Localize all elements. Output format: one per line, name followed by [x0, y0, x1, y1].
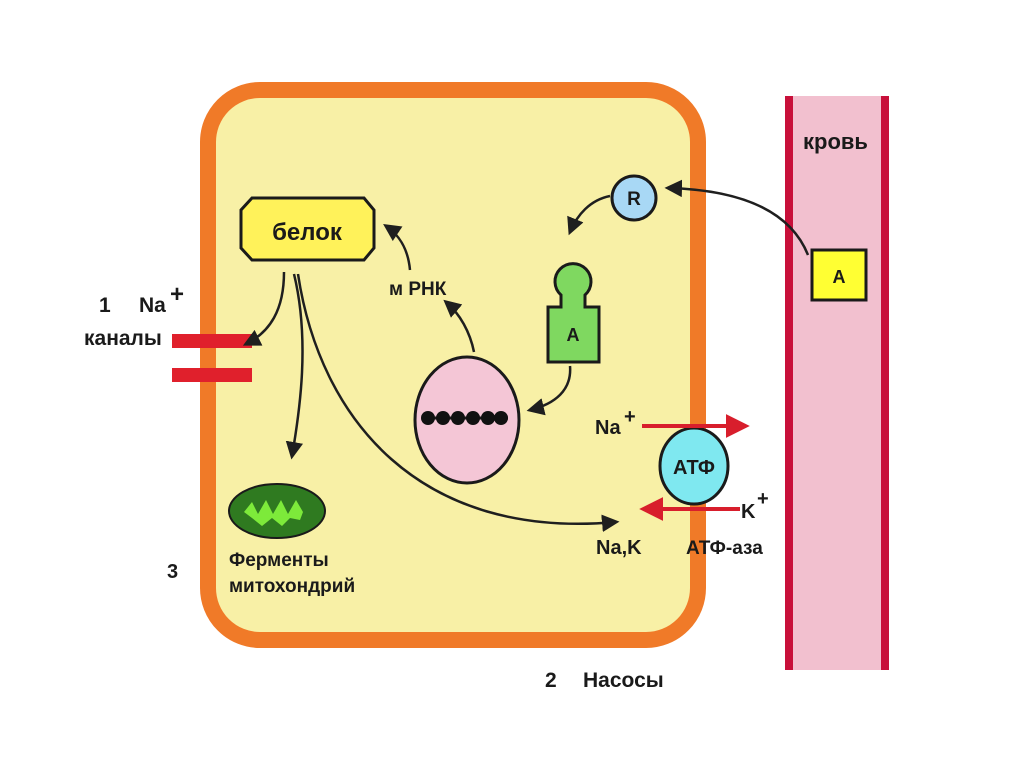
nak-label: Na,K [596, 537, 642, 559]
hormone-a-blood-label: A [833, 267, 846, 287]
pump-k-label: K [741, 501, 756, 523]
channels-label: каналы [84, 327, 162, 350]
protein-box [239, 196, 376, 262]
dna-beads [421, 411, 508, 425]
pumps-label: Насосы [583, 669, 664, 692]
protein-label: белок [272, 219, 343, 246]
na-channel-sup: + [170, 281, 184, 308]
blood-vessel [785, 96, 889, 670]
hormone-a-blood [810, 248, 868, 302]
pump-na-sup: + [624, 406, 636, 428]
blood-label: кровь [803, 129, 868, 154]
receptor-label: R [627, 189, 641, 210]
pumps-number: 2 [545, 669, 557, 692]
pump-k-sup: + [757, 488, 769, 510]
mitochondrion [228, 483, 326, 539]
hormone-receptor-complex [546, 262, 601, 364]
na-channel-lower [172, 368, 252, 382]
enzymes-line2: митохондрий [229, 576, 355, 597]
arrow-receptor-to-complex [567, 194, 611, 236]
arrow-mrna-to-protein [383, 224, 412, 271]
arrow-complex-to-nucleus [526, 365, 572, 416]
arrow-nucleus-to-mrna [443, 299, 476, 353]
mrna-label: м РНК [389, 279, 447, 300]
enzymes-line1: Ферменты [229, 550, 329, 571]
arrow-protein-to-pump [296, 273, 620, 532]
pump-na-label: Na [595, 417, 621, 439]
channel-number: 1 [99, 294, 111, 317]
na-channel-upper [172, 334, 252, 348]
arrow-protein-to-mitochondrion [285, 273, 304, 460]
arrow-hormone-to-receptor [664, 179, 810, 256]
complex-label: A [567, 325, 580, 345]
na-channel-label: Na [139, 294, 166, 317]
arrow-protein-to-channels [242, 271, 286, 346]
atp-label: АТФ [673, 457, 715, 479]
enzymes-number: 3 [167, 561, 178, 583]
receptor [610, 174, 658, 222]
atpase-label: АТФ-аза [686, 538, 763, 559]
